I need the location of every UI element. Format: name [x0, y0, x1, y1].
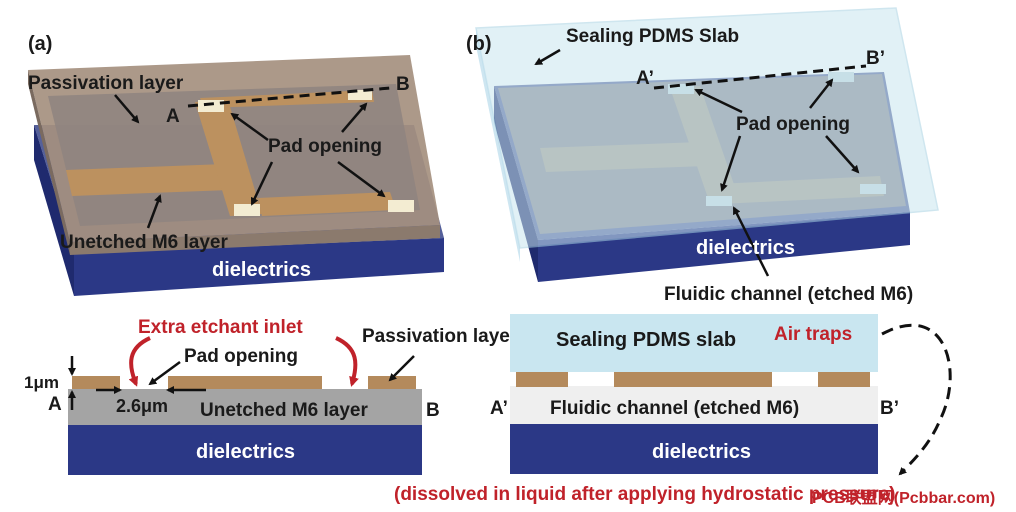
panel-b-dielectric-front — [538, 212, 910, 282]
panel-a-copper-stem — [195, 100, 262, 216]
cross-b-sealing-label: Sealing PDMS slab — [556, 329, 736, 351]
panel-a-point-b: B — [396, 74, 410, 95]
panel-a-arrow-pad-4 — [337, 160, 386, 198]
panel-a-dielectrics-label: dielectrics — [212, 259, 311, 281]
cross-a-pad-label: Pad opening — [184, 346, 298, 367]
cross-a-etchant-label: Extra etchant inlet — [138, 317, 303, 338]
panel-b-3d: (b) Sealing PDMS Slab A’ B’ Pad opening … — [466, 7, 939, 305]
cross-b-point-a: A’ — [490, 398, 508, 419]
panel-b-arrow-fluidic — [732, 206, 770, 277]
panel-b-arrow-pad-1 — [694, 88, 743, 114]
cross-a-unetched-m6 — [68, 389, 422, 425]
panel-a-dielectric-front — [74, 238, 444, 296]
cross-a-passivation-2 — [168, 376, 322, 389]
cross-b-fluidic-label: Fluidic channel (etched M6) — [550, 398, 799, 419]
panel-a-pad-4 — [388, 200, 414, 212]
panel-a-copper-top — [200, 90, 374, 108]
cross-a-passivation-3 — [368, 376, 416, 389]
panel-a-pad-1 — [198, 100, 224, 112]
panel-a-section-line — [187, 86, 391, 108]
cross-a-etchant-arrow-left — [128, 336, 151, 387]
panel-b-pad-label: Pad opening — [736, 114, 850, 135]
cross-b-air-trap-arrow — [881, 323, 952, 476]
panel-b-section-line — [653, 64, 867, 90]
panel-a-point-a: A — [166, 106, 180, 127]
cross-b-dielectric — [510, 424, 878, 474]
panel-b-point-a: A’ — [636, 68, 654, 89]
panel-a-pad-2 — [348, 90, 372, 100]
cross-a-arrow-passivation — [388, 355, 415, 382]
cross-section-b: Sealing PDMS slab Air traps A’ Fluidic c… — [490, 314, 952, 476]
footnote-dissolved: (dissolved in liquid after applying hydr… — [394, 484, 896, 505]
watermark-text: PCB联盟网(Pcbbar.com) — [812, 489, 995, 507]
cross-section-a: Extra etchant inlet Pad opening Passivat… — [24, 317, 518, 475]
panel-b-sealing-label: Sealing PDMS Slab — [566, 26, 739, 47]
panel-b-arrow-pad-3 — [720, 135, 742, 192]
panel-b-tag: (b) — [466, 33, 492, 55]
cross-a-point-b: B — [426, 400, 440, 421]
cross-b-fluidic-channel — [510, 386, 878, 424]
panel-a-pad-3 — [234, 204, 260, 216]
cross-a-point-a: A — [48, 394, 62, 415]
panel-a-arrow-passivation — [114, 94, 140, 124]
panel-a-unetched-label: Unetched M6 layer — [60, 232, 228, 253]
panel-b-pdms-side — [476, 28, 520, 262]
cross-a-passivation-label: Passivation layer — [362, 326, 518, 347]
cross-b-passivation-3 — [818, 372, 870, 387]
cross-a-etchant-arrow-right — [335, 336, 359, 387]
cross-b-point-b: B’ — [880, 398, 899, 419]
panel-a-arrow-pad-3 — [250, 161, 274, 206]
panel-a-tag: (a) — [28, 33, 52, 55]
panel-a-dielectric-left — [34, 125, 74, 296]
cross-a-thickness-label: 1μm — [24, 373, 59, 392]
panel-a-copper-crossbar — [66, 164, 230, 196]
panel-a-arrow-unetched — [146, 194, 162, 229]
panel-b-dielectrics-label: dielectrics — [696, 237, 795, 259]
panel-b-fluidic-label: Fluidic channel (etched M6) — [664, 284, 913, 305]
panel-a-passivation-left — [28, 70, 70, 255]
panel-a-passivation-front — [70, 225, 440, 255]
panel-a-arrow-pad-2 — [341, 102, 368, 133]
cross-b-air-traps-label: Air traps — [774, 324, 852, 345]
cross-a-dielectric — [68, 425, 422, 475]
panel-a-arrow-pad-1 — [230, 112, 269, 142]
cross-b-passivation-2 — [614, 372, 772, 387]
panel-a-copper-right — [258, 192, 396, 216]
cross-a-width-label: 2.6μm — [116, 396, 168, 416]
cross-b-dielectrics-label: dielectrics — [652, 441, 751, 463]
panel-b-point-b: B’ — [866, 48, 885, 69]
panel-a-passivation-label: Passivation layer — [28, 73, 184, 94]
panel-b-pdms-slab — [475, 7, 939, 249]
panel-a-pad-label: Pad opening — [268, 136, 382, 157]
cross-a-unetched-label: Unetched M6 layer — [200, 400, 368, 421]
cross-a-dielectrics-label: dielectrics — [196, 441, 295, 463]
cross-b-passivation-1 — [516, 372, 568, 387]
panel-b-arrow-pad-2 — [809, 78, 834, 109]
cross-a-passivation-1 — [72, 376, 120, 389]
cross-b-pdms — [510, 314, 878, 372]
panel-b-arrow-sealing — [534, 48, 561, 66]
cross-a-arrow-pad — [148, 360, 181, 386]
panel-b-arrow-pad-4 — [825, 135, 860, 174]
panel-a-3d: (a) Passivation layer A B Pad opening Un… — [28, 33, 444, 296]
